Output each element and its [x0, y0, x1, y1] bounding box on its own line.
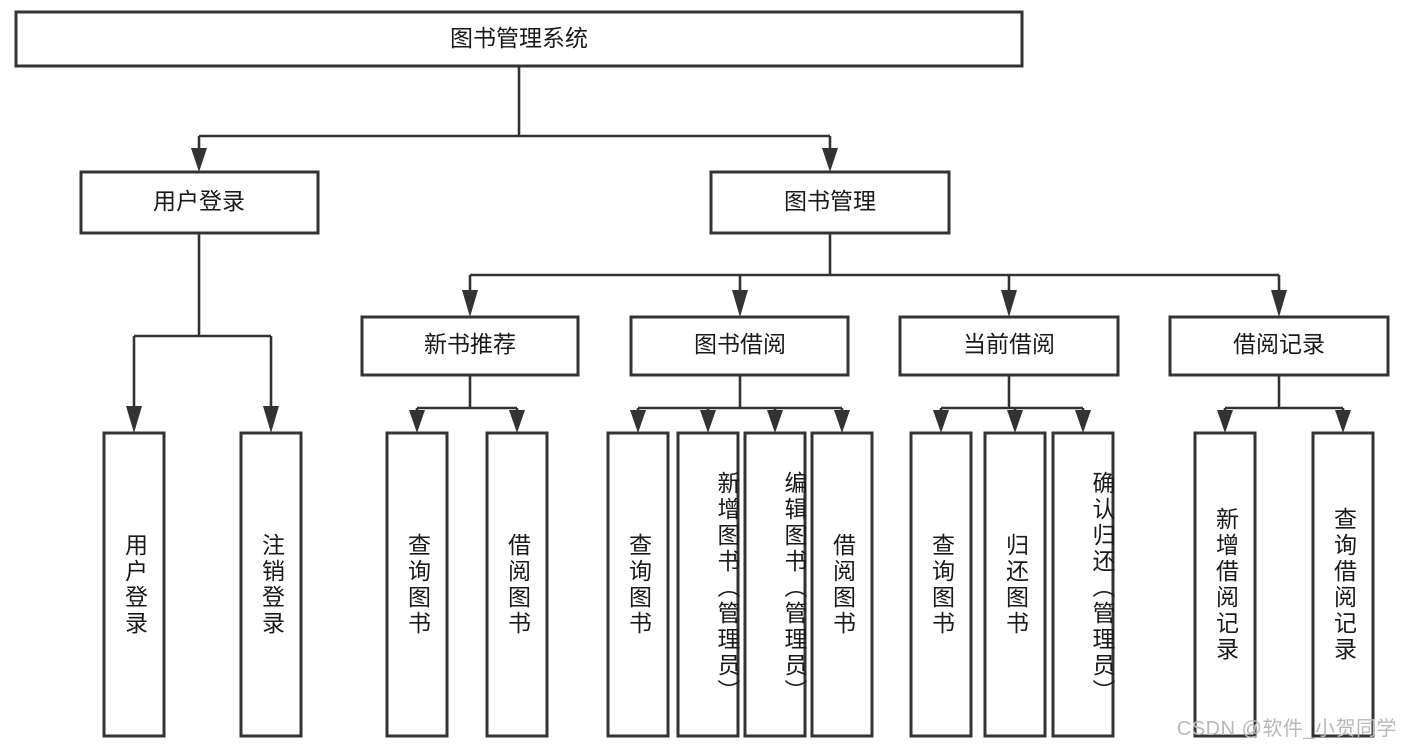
node-leaf-edit-book-admin-rect[interactable]	[743, 431, 807, 738]
node-leaf-add-book-admin-rect[interactable]	[676, 431, 740, 738]
arrow-to-leaf-add-borrow-record	[1217, 410, 1233, 433]
node-new-book-recommend[interactable]: 新书推荐	[360, 315, 580, 377]
arrow-to-leaf-query-book-1	[409, 410, 425, 433]
node-current-borrow-label: 当前借阅	[963, 331, 1055, 357]
arrow-to-leaf-add-book-admin	[700, 410, 716, 433]
node-leaf-borrow-book-2-rect[interactable]	[810, 431, 874, 738]
node-leaf-query-book-1-rect[interactable]	[385, 431, 449, 738]
arrow-to-leaf-edit-book-admin	[767, 410, 783, 433]
arrow-to-borrow-record	[1271, 290, 1287, 317]
node-book-borrow[interactable]: 图书借阅	[629, 315, 850, 377]
arrow-to-leaf-borrow-book-1	[509, 410, 525, 433]
node-leaf-return-book-rect[interactable]	[983, 431, 1047, 738]
arrow-to-leaf-logout	[263, 406, 279, 433]
node-leaf-query-book-3-rect[interactable]	[909, 431, 973, 738]
node-root-rect[interactable]	[14, 10, 1024, 68]
node-leaf-query-book-2-rect[interactable]	[606, 431, 670, 738]
node-leaf-query-borrow-record-rect[interactable]	[1311, 431, 1375, 738]
arrow-to-leaf-return-book	[1007, 410, 1023, 433]
node-book-borrow-rect[interactable]	[629, 315, 850, 377]
leaf-box-group	[102, 431, 1375, 738]
arrow-to-leaf-query-book-3	[933, 410, 949, 433]
arrow-to-book-borrow	[732, 290, 748, 317]
connector-group-book-manage	[462, 233, 1287, 317]
connector-group-borrow-record	[1217, 375, 1351, 433]
node-current-borrow-rect[interactable]	[898, 315, 1120, 377]
arrow-to-leaf-user-login	[126, 406, 142, 433]
node-book-manage[interactable]: 图书管理	[709, 170, 951, 235]
node-new-book-recommend-rect[interactable]	[360, 315, 580, 377]
arrow-to-current-borrow	[1001, 290, 1017, 317]
connector-group-root	[191, 66, 838, 172]
connector-group-book-borrow	[630, 375, 850, 433]
arrow-to-leaf-confirm-return-admin	[1075, 410, 1091, 433]
node-user-login-rect[interactable]	[79, 170, 320, 235]
node-leaf-logout-rect[interactable]	[239, 431, 303, 738]
arrow-to-new-book-recommend	[462, 290, 478, 317]
node-root-label: 图书管理系统	[450, 25, 588, 51]
connector-group-user-login	[126, 233, 279, 433]
arrow-to-leaf-query-borrow-record	[1335, 410, 1351, 433]
arrow-to-leaf-query-book-2	[630, 410, 646, 433]
node-leaf-add-borrow-record-rect[interactable]	[1193, 431, 1257, 738]
node-leaf-confirm-return-admin-rect[interactable]	[1051, 431, 1115, 738]
node-leaf-user-login-rect[interactable]	[102, 431, 166, 738]
node-borrow-record-rect[interactable]	[1168, 315, 1390, 377]
node-user-login[interactable]: 用户登录	[79, 170, 320, 235]
node-current-borrow[interactable]: 当前借阅	[898, 315, 1120, 377]
node-book-manage-label: 图书管理	[784, 188, 876, 214]
arrow-to-book-manage	[822, 148, 838, 172]
node-root[interactable]: 图书管理系统	[14, 10, 1024, 68]
node-borrow-record-label: 借阅记录	[1233, 331, 1325, 357]
node-new-book-recommend-label: 新书推荐	[424, 331, 516, 357]
node-book-borrow-label: 图书借阅	[694, 331, 786, 357]
node-borrow-record[interactable]: 借阅记录	[1168, 315, 1390, 377]
node-book-manage-rect[interactable]	[709, 170, 951, 235]
connector-group-current-borrow	[933, 375, 1091, 433]
node-user-login-label: 用户登录	[153, 188, 245, 214]
arrow-to-leaf-borrow-book-2	[834, 410, 850, 433]
watermark-text: CSDN @软件_小贺同学	[1176, 718, 1397, 740]
arrow-to-user-login	[191, 148, 207, 172]
connector-group-new-book-recommend	[409, 375, 525, 433]
node-leaf-borrow-book-1-rect[interactable]	[485, 431, 549, 738]
